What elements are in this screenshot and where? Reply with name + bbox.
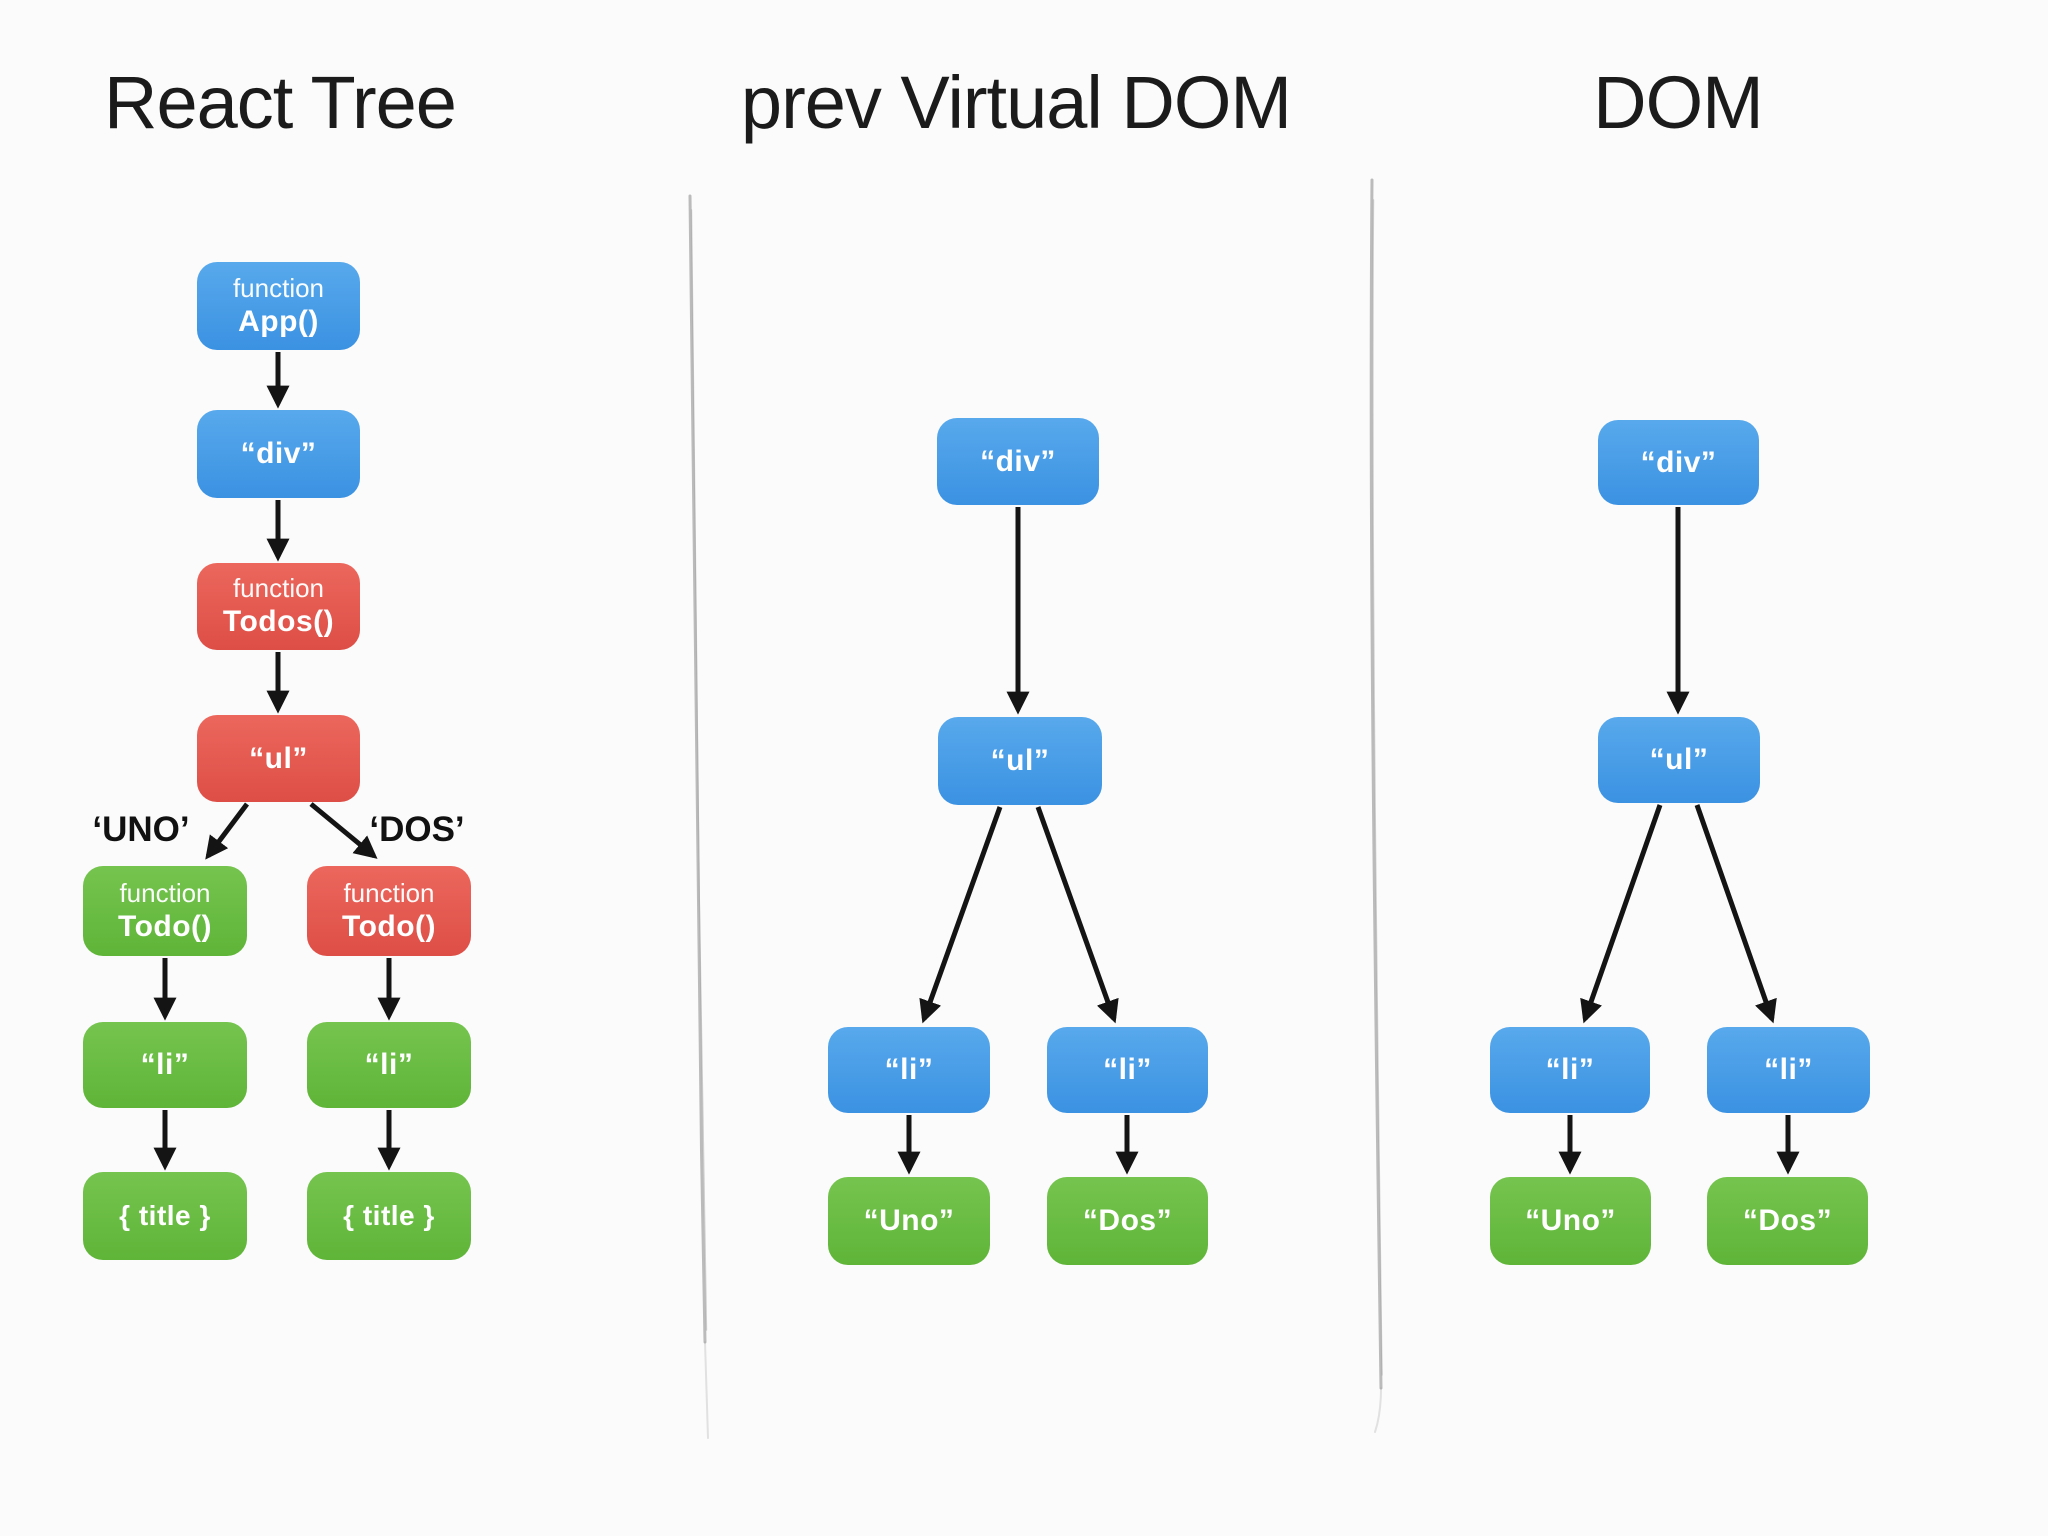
dom-uno-node: “Uno” <box>1490 1177 1651 1265</box>
react-li-left-node: “li” <box>83 1022 247 1108</box>
node-subtext: function <box>119 877 211 908</box>
dom-ul-node: “ul” <box>1598 717 1760 803</box>
react-todos-node: function Todos() <box>197 563 360 650</box>
dom-li-left-node: “li” <box>1490 1027 1650 1113</box>
dom-arrows <box>1558 507 1800 1175</box>
react-title-right-node: { title } <box>307 1172 471 1260</box>
node-label: “Dos” <box>1742 1204 1833 1238</box>
column-divider-right <box>1369 178 1383 1433</box>
prev-vdom-ul-node: “ul” <box>938 717 1102 805</box>
prev-vdom-arrows <box>897 507 1139 1175</box>
column-divider-left <box>688 194 709 1439</box>
react-ul-node: “ul” <box>197 715 360 802</box>
node-label: “div” <box>1640 445 1717 479</box>
node-subtext: function <box>343 877 435 908</box>
node-label: “li” <box>1545 1053 1595 1087</box>
node-label: { title } <box>343 1200 435 1232</box>
node-label: “div” <box>980 444 1056 478</box>
node-label: “li” <box>364 1048 414 1082</box>
node-label: “li” <box>1103 1053 1152 1087</box>
node-label: “ul” <box>990 744 1050 778</box>
dom-dos-node: “Dos” <box>1707 1177 1868 1265</box>
react-tree-title: React Tree <box>104 61 457 144</box>
node-label: “ul” <box>1649 743 1709 777</box>
node-label: { title } <box>119 1200 211 1232</box>
node-subtext: function <box>232 272 325 303</box>
node-label: Todos() <box>222 605 335 639</box>
node-label: “Dos” <box>1082 1204 1173 1238</box>
prev-virtual-dom-title: prev Virtual DOM <box>740 61 1292 144</box>
react-todo-right-node: function Todo() <box>307 866 471 956</box>
react-div-node: “div” <box>197 410 360 498</box>
prev-vdom-li-left-node: “li” <box>828 1027 990 1113</box>
prev-vdom-uno-node: “Uno” <box>828 1177 990 1265</box>
react-app-node: function App() <box>197 262 360 350</box>
node-label: “li” <box>884 1053 934 1087</box>
edge-label-uno: ‘UNO’ <box>92 810 190 849</box>
node-label: “li” <box>1764 1053 1813 1087</box>
node-label: “li” <box>140 1048 190 1082</box>
dom-title: DOM <box>1593 61 1764 144</box>
dom-div-node: “div” <box>1598 420 1759 505</box>
react-title-left-node: { title } <box>83 1172 247 1260</box>
node-label: “Uno” <box>1525 1204 1616 1238</box>
node-label: “div” <box>240 437 317 471</box>
react-todo-left-node: function Todo() <box>83 866 247 956</box>
edge-label-dos: ‘DOS’ <box>369 810 465 849</box>
prev-vdom-dos-node: “Dos” <box>1047 1177 1208 1265</box>
node-subtext: function <box>232 573 325 604</box>
node-label: Todo() <box>341 909 437 943</box>
prev-vdom-div-node: “div” <box>937 418 1099 505</box>
node-label: Todo() <box>117 909 213 943</box>
react-li-right-node: “li” <box>307 1022 471 1108</box>
node-label: “Uno” <box>863 1204 955 1238</box>
react-tree-arrows <box>153 352 401 1171</box>
node-label: “ul” <box>249 741 308 775</box>
prev-vdom-li-right-node: “li” <box>1047 1027 1208 1113</box>
dom-li-right-node: “li” <box>1707 1027 1870 1113</box>
node-label: App() <box>238 304 319 338</box>
